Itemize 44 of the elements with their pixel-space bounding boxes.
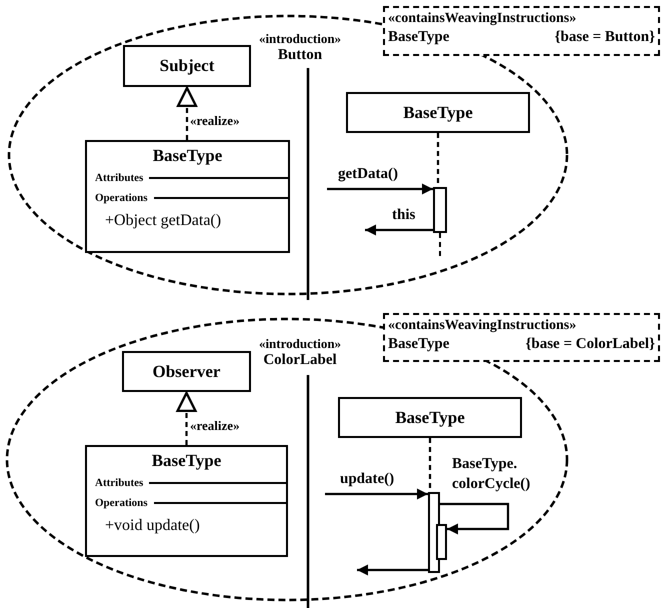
- template-parameter-box: [383, 313, 660, 362]
- class-box: [123, 45, 251, 87]
- stereotype-label: «containsWeavingInstructions»: [388, 10, 578, 28]
- binding-constraint: {base = Button}: [554, 28, 655, 46]
- operation-text: +Object getData(): [105, 212, 222, 230]
- compartment-label: Operations: [95, 497, 148, 509]
- message-arrow: [440, 502, 510, 534]
- message-label: getData(): [338, 166, 398, 183]
- class-name: Subject: [160, 56, 214, 76]
- activation-bar: [436, 524, 447, 560]
- stereotype-label: «containsWeavingInstructions»: [388, 317, 578, 334]
- realization-arrow: [176, 392, 197, 445]
- message-label: update(): [340, 471, 394, 488]
- stereotype-label: «introduction»: [258, 31, 342, 47]
- realization-arrow: [176, 86, 198, 140]
- lifeline-head: [338, 397, 522, 438]
- type-name: BaseType: [388, 334, 450, 354]
- message-arrow: [325, 488, 428, 500]
- compartment-label: Operations: [95, 192, 148, 204]
- stereotype-label: «realize»: [190, 418, 240, 434]
- operation-text: +void update(): [105, 517, 201, 535]
- element-name: Button: [276, 47, 324, 64]
- template-parameter-box: [383, 6, 660, 56]
- message-label: this: [392, 207, 416, 224]
- class-name: BaseType: [403, 102, 473, 122]
- class-name: BaseType: [150, 451, 222, 471]
- class-box: [122, 351, 251, 392]
- element-name: ColorLabel: [262, 352, 338, 369]
- class-name: BaseType: [152, 146, 224, 166]
- compartment-label: Attributes: [95, 477, 144, 489]
- message-label: BaseType. colorCycle(): [452, 455, 532, 494]
- class-box: [85, 445, 288, 557]
- compartment-label: Attributes: [95, 172, 144, 184]
- stereotype-label: «introduction»: [258, 336, 342, 352]
- message-arrow: [365, 224, 433, 236]
- class-name: Observer: [152, 362, 220, 382]
- activation-bar: [433, 187, 447, 233]
- class-name: BaseType: [395, 408, 465, 428]
- message-arrow: [327, 184, 433, 194]
- lifeline-head: [346, 92, 530, 133]
- stereotype-label: «realize»: [190, 113, 240, 129]
- type-name: BaseType: [388, 28, 450, 46]
- binding-constraint: {base = ColorLabel}: [525, 334, 655, 354]
- class-box: [85, 140, 290, 253]
